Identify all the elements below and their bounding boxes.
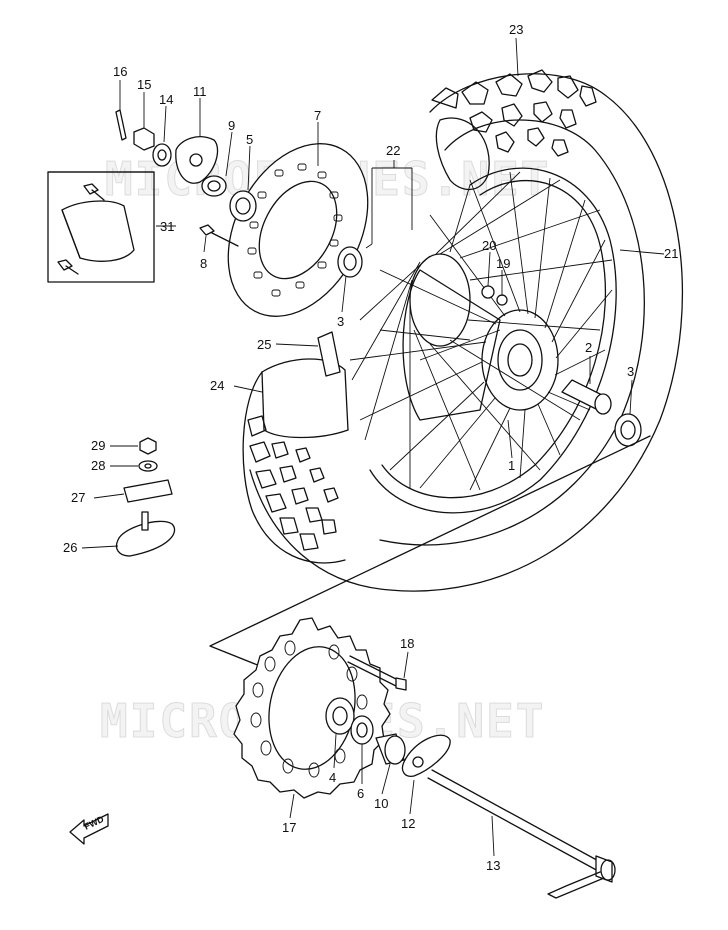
axle-spacer-right	[561, 379, 642, 447]
callout-5: 5	[246, 132, 253, 147]
callout-3-upper: 3	[337, 314, 344, 329]
callout-1: 1	[508, 458, 515, 473]
callout-9: 9	[228, 118, 235, 133]
hub-small-parts	[115, 109, 257, 247]
rim-lock-parts	[115, 437, 176, 557]
callout-19: 19	[496, 256, 510, 271]
sprocket-bolt	[347, 655, 407, 691]
callout-8: 8	[200, 256, 207, 271]
callout-labels: 16 15 14 11 9 5 7 22 23 31 8 3 20 19 21 …	[63, 22, 678, 873]
wheel-hub-and-spokes	[349, 171, 613, 491]
chain-guard-group	[47, 171, 155, 283]
callout-29: 29	[91, 438, 105, 453]
callout-6: 6	[357, 786, 364, 801]
callout-4: 4	[329, 770, 336, 785]
forward-direction-indicator: FWD	[69, 813, 109, 845]
callout-3-lower: 3	[627, 364, 634, 379]
callout-15: 15	[137, 77, 151, 92]
callout-22: 22	[386, 143, 400, 158]
callout-31: 31	[160, 219, 174, 234]
callout-24: 24	[210, 378, 224, 393]
callout-12: 12	[401, 816, 415, 831]
callout-7: 7	[314, 108, 321, 123]
callout-11: 11	[193, 84, 207, 99]
callout-27: 27	[71, 490, 85, 505]
callout-18: 18	[400, 636, 414, 651]
callout-23: 23	[509, 22, 523, 37]
brake-disc	[227, 143, 369, 317]
callout-2: 2	[585, 340, 592, 355]
callout-28: 28	[91, 458, 105, 473]
leader-lines	[81, 37, 665, 857]
callout-16: 16	[113, 64, 127, 79]
callout-25: 25	[257, 337, 271, 352]
rear-axle	[427, 769, 616, 899]
callout-14: 14	[159, 92, 173, 107]
callout-17: 17	[282, 820, 296, 835]
callout-26: 26	[63, 540, 77, 555]
callout-20: 20	[482, 238, 496, 253]
axle-stack-lower	[325, 697, 451, 777]
callout-13: 13	[486, 858, 500, 873]
callout-10: 10	[374, 796, 388, 811]
rear-tire	[242, 69, 684, 592]
rear-sprocket	[233, 617, 391, 799]
callout-21: 21	[664, 246, 678, 261]
